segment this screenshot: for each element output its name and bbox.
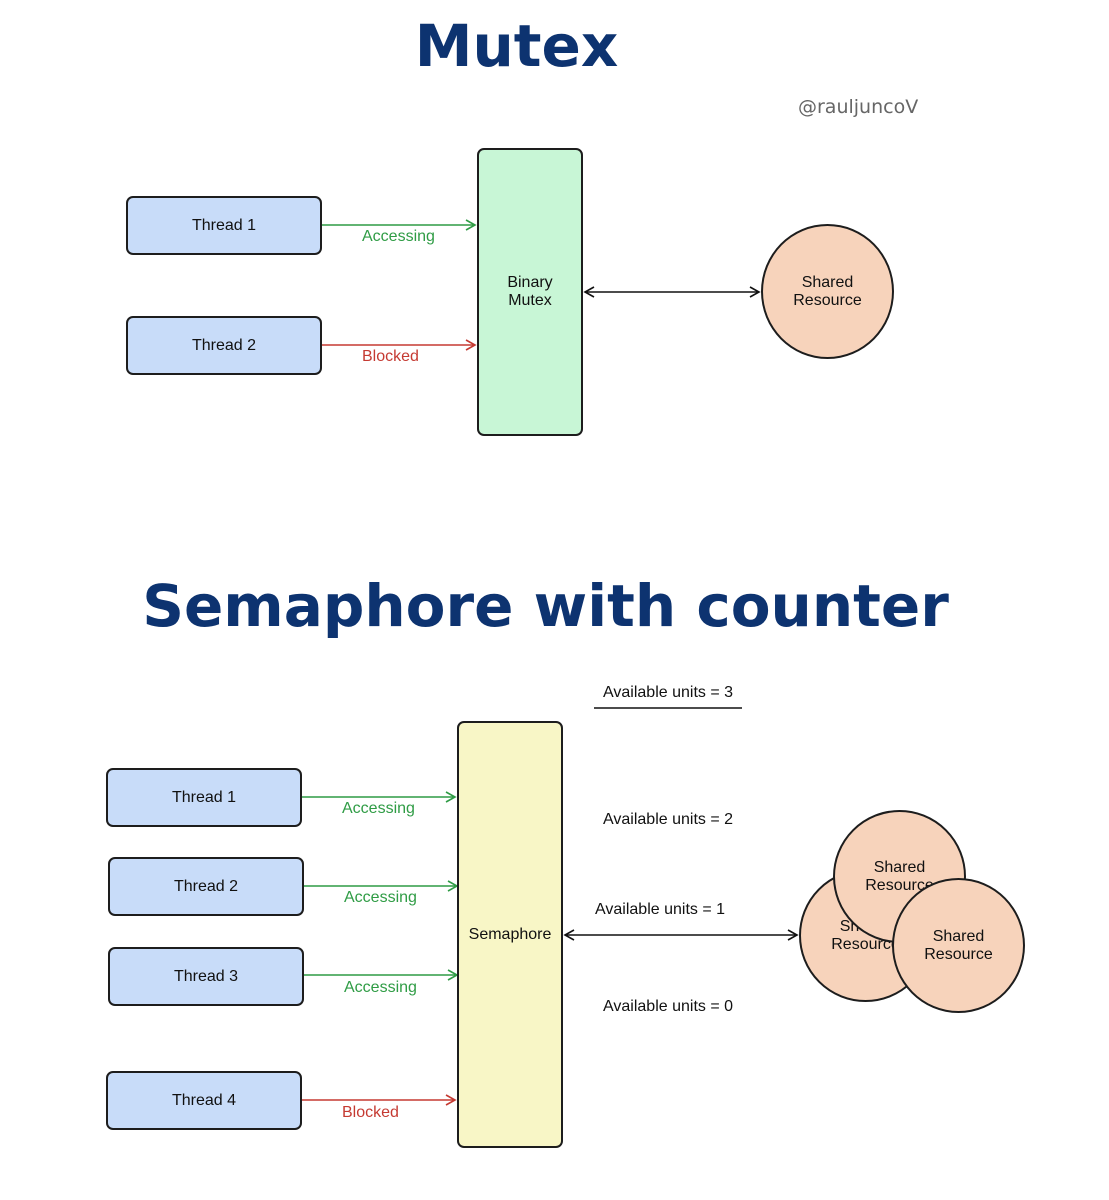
sem-thread-1: Thread 1 bbox=[106, 768, 302, 827]
sem-thread-2: Thread 2 bbox=[108, 857, 304, 916]
sem-thread2-status: Accessing bbox=[344, 889, 417, 906]
semaphore: Semaphore bbox=[457, 721, 563, 1148]
available-units-3: Available units = 3 bbox=[603, 684, 734, 701]
mutex-shared-resource: Shared Resource bbox=[761, 224, 894, 359]
semaphore-title: Semaphore with counter bbox=[142, 572, 949, 640]
mutex-thread1-status: Accessing bbox=[362, 228, 435, 245]
sem-thread-4: Thread 4 bbox=[106, 1071, 302, 1130]
sem-thread1-status: Accessing bbox=[342, 800, 415, 817]
binary-mutex: Binary Mutex bbox=[477, 148, 583, 436]
mutex-thread2-status: Blocked bbox=[362, 348, 419, 365]
sem-thread3-status: Accessing bbox=[344, 979, 417, 996]
mutex-thread-2: Thread 2 bbox=[126, 316, 322, 375]
sem-thread-3: Thread 3 bbox=[108, 947, 304, 1006]
mutex-title: Mutex bbox=[414, 12, 619, 80]
available-units-1: Available units = 1 bbox=[595, 901, 726, 918]
available-units-2: Available units = 2 bbox=[603, 811, 734, 828]
author-handle: @rauljuncoV bbox=[798, 96, 919, 118]
sem-shared-resource-front: Shared Resource bbox=[892, 878, 1025, 1013]
mutex-thread-1: Thread 1 bbox=[126, 196, 322, 255]
sem-thread4-status: Blocked bbox=[342, 1104, 399, 1121]
available-units-0: Available units = 0 bbox=[603, 998, 734, 1015]
